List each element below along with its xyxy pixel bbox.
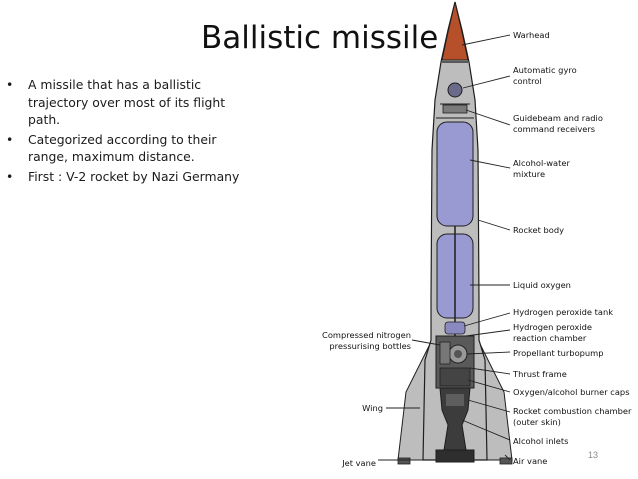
slide-number: 13 [588, 450, 599, 460]
label-alcohol-water-line2: mixture [513, 169, 545, 179]
bullet-item: • A missile that has a ballistic traject… [6, 76, 256, 129]
label-gyro-line1: Automatic gyro [513, 65, 577, 75]
gyro-unit [447, 82, 463, 98]
label-wing: Wing [362, 403, 383, 413]
label-combustion-chamber-line1: Rocket combustion chamber [513, 406, 632, 416]
label-alcohol-inlets: Alcohol inlets [513, 436, 568, 446]
label-alcohol-water-line1: Alcohol-water [513, 158, 570, 168]
bullet-marker: • [6, 168, 14, 184]
label-air-vane: Air vane [513, 456, 547, 466]
bullet-text: Categorized according to their range, ma… [28, 131, 217, 165]
bullet-text: First : V-2 rocket by Nazi Germany [28, 168, 240, 184]
label-peroxide-chamber-line2: reaction chamber [513, 333, 587, 343]
label-combustion-chamber-line2: (outer skin) [513, 417, 561, 427]
leader-lines-left [378, 339, 441, 461]
label-liquid-oxygen: Liquid oxygen [513, 280, 571, 290]
peroxide-tank [444, 321, 466, 335]
label-nitrogen-line1: Compressed nitrogen [322, 330, 411, 340]
label-rocket-body: Rocket body [513, 225, 564, 235]
label-jet-vane: Jet vane [341, 458, 376, 468]
alcohol-water-tank [436, 121, 474, 227]
label-warhead: Warhead [513, 30, 550, 40]
label-guidebeam-line1: Guidebeam and radio [513, 113, 603, 123]
radio-receivers [442, 104, 468, 114]
label-turbopump: Propellant turbopump [513, 348, 604, 358]
label-nitrogen-line2: pressurising bottles [329, 341, 411, 351]
slide-title: Ballistic missile [201, 20, 439, 56]
label-peroxide-chamber-line1: Hydrogen peroxide [513, 322, 592, 332]
bullet-marker: • [6, 77, 14, 92]
label-peroxide-tank: Hydrogen peroxide tank [513, 307, 613, 317]
bullet-text: A missile that has a ballistic trajector… [28, 77, 226, 127]
nozzle-base [435, 449, 475, 463]
label-burner-caps: Oxygen/alcohol burner caps [513, 387, 630, 397]
bullet-list: • A missile that has a ballistic traject… [6, 76, 256, 187]
label-gyro-line2: control [513, 76, 542, 86]
leader-lines-right [461, 34, 511, 461]
warhead-shape [441, 1, 469, 61]
label-guidebeam-line2: command receivers [513, 124, 595, 134]
labels-right: Warhead Automatic gyro control Guidebeam… [512, 30, 632, 466]
bullet-marker: • [6, 131, 14, 147]
bullet-item: • First : V-2 rocket by Nazi Germany [6, 168, 256, 186]
label-thrust-frame: Thrust frame [512, 369, 567, 379]
bullet-item: • Categorized according to their range, … [6, 131, 256, 166]
labels-left: Compressed nitrogen pressurising bottles… [322, 330, 411, 468]
